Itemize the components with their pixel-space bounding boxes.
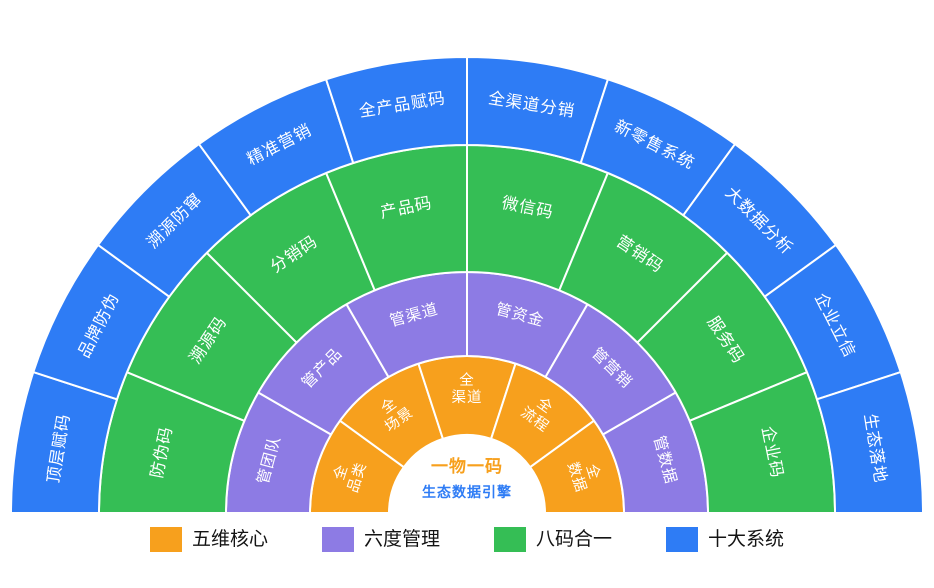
- center-title: 一物一码: [431, 456, 503, 476]
- legend-item-five-core: 五维核心: [149, 527, 268, 552]
- ring-0-segment-4-label: 全数据: [564, 454, 607, 494]
- legend-item-six-management: 六度管理: [321, 527, 440, 552]
- legend-swatch-blue: [666, 527, 699, 552]
- legend-label: 十大系统: [708, 529, 785, 550]
- legend-label: 八码合一: [536, 529, 613, 550]
- ring-3-segment-9: [815, 371, 924, 514]
- legend-label: 六度管理: [363, 529, 440, 550]
- center-subtitle: 生态数据引擎: [422, 484, 512, 500]
- legend-swatch-purple: [321, 527, 354, 552]
- legend-item-eight-codes: 八码合一: [494, 527, 612, 552]
- legend-swatch-orange: [149, 527, 182, 552]
- legend-item-ten-systems: 十大系统: [666, 527, 784, 552]
- ring-0-segment-2-label: 全渠道: [452, 371, 483, 406]
- legend-swatch-green: [494, 527, 526, 552]
- legend-label: 五维核心: [191, 529, 268, 550]
- legend: 五维核心 六度管理 八码合一 十大系统: [0, 527, 934, 552]
- segments-layer: 全品类全场景全渠道全流程全数据管团队管产品管渠道管资金管营销管数据防伪码溯源码分…: [10, 56, 924, 514]
